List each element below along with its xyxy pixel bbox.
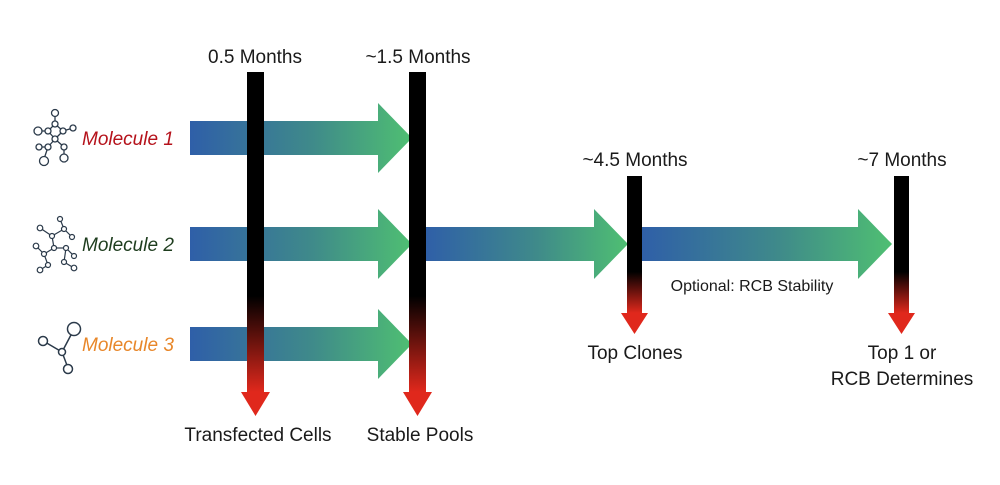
flow-arrow-molecule-2 <box>190 209 412 279</box>
timeline-bar-m1 <box>241 72 270 416</box>
milestone-time-m1: 0.5 Months <box>208 47 302 68</box>
milestone-time-m2: ~1.5 Months <box>365 47 470 68</box>
timeline-bar-m4 <box>888 176 915 334</box>
flow-arrow-molecule-1 <box>190 103 412 173</box>
timeline-bars <box>241 72 915 416</box>
molecule-network-icon <box>32 215 78 274</box>
molecule-label-1: Molecule 1 <box>82 129 174 150</box>
milestone-outcome-m1: Transfected Cells <box>184 425 331 446</box>
flow-arrow-molecule-3 <box>190 309 412 379</box>
milestone-time-m4: ~7 Months <box>857 150 946 171</box>
optional-rcb-stability-note: Optional: RCB Stability <box>671 278 834 295</box>
milestone-outcome-m3: Top Clones <box>587 343 682 364</box>
molecule-label-2: Molecule 2 <box>82 235 174 256</box>
molecule-simple-icon <box>37 321 82 375</box>
molecule-structure-icon <box>33 108 77 167</box>
milestone-time-m3: ~4.5 Months <box>582 150 687 171</box>
flow-arrows <box>190 103 892 379</box>
molecule-label-3: Molecule 3 <box>82 335 174 356</box>
timeline-bar-m2 <box>403 72 432 416</box>
milestone-outcome-m4-line2: RCB Determines <box>831 369 974 390</box>
flow-arrow-clones-to-rcb <box>641 209 892 279</box>
timeline-bar-m3 <box>621 176 648 334</box>
flow-arrow-pools-to-clones <box>425 209 628 279</box>
milestone-outcome-m4-line1: Top 1 or <box>868 343 937 364</box>
milestone-outcome-m2: Stable Pools <box>367 425 474 446</box>
